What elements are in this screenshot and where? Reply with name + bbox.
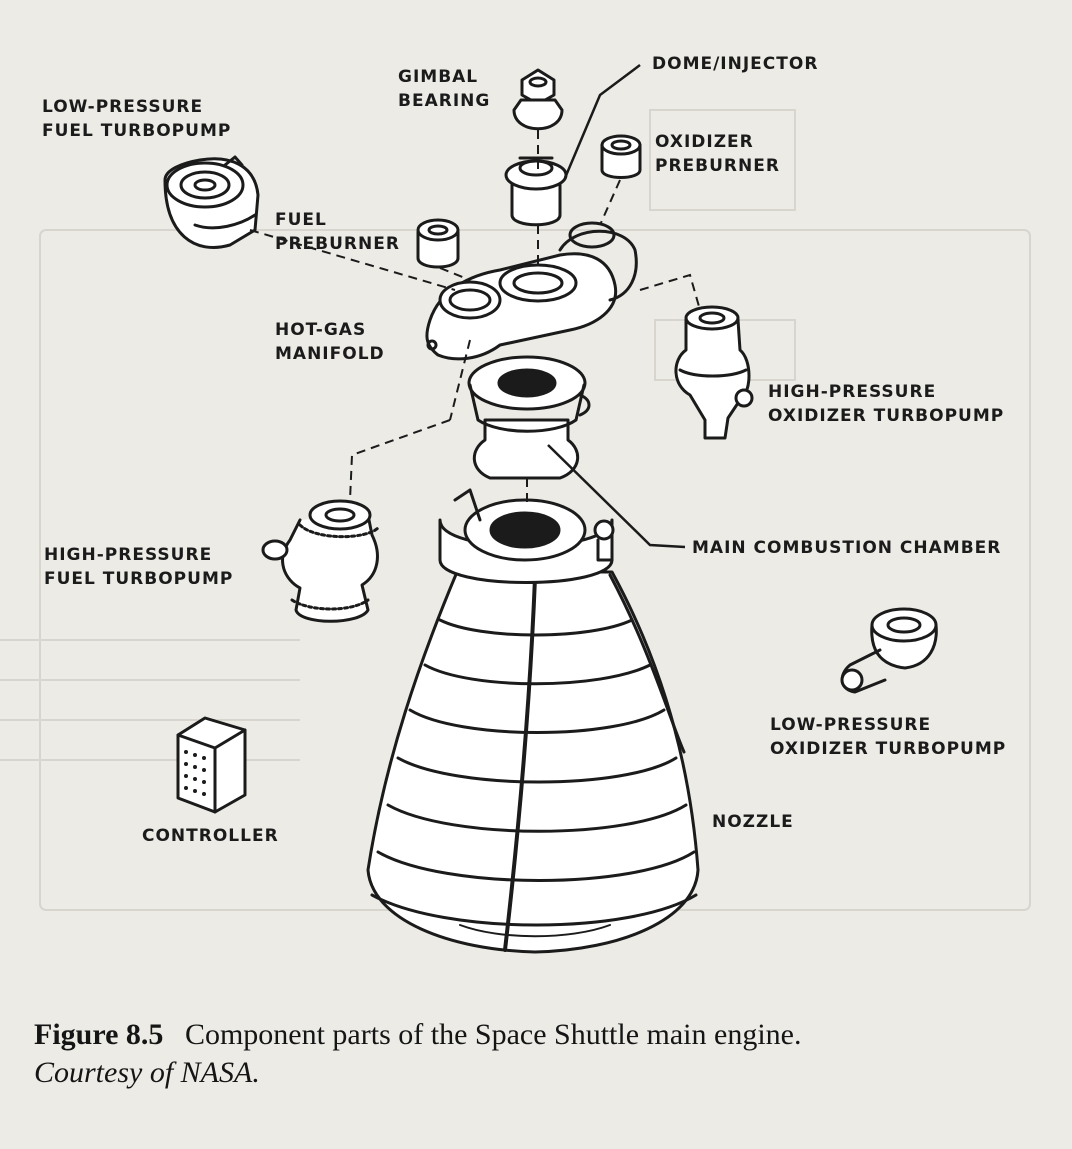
- hot-gas-manifold-part: [425, 221, 638, 361]
- nozzle-part: [366, 570, 700, 954]
- oxidizer-preburner-part: [600, 134, 642, 179]
- figure-caption: Figure 8.5 Component parts of the Space …: [34, 1016, 1044, 1092]
- high-pressure-fuel-turbopump-part: [261, 499, 380, 623]
- caption-text: Component parts of the Space Shuttle mai…: [184, 1018, 802, 1051]
- controller-dots: [184, 750, 206, 796]
- label-nozzle: NOZZLE: [712, 812, 794, 832]
- low-pressure-oxidizer-turbopump-part: [840, 607, 938, 694]
- high-pressure-oxidizer-turbopump-part: [674, 305, 754, 440]
- chamber-throat-part: [467, 355, 591, 480]
- fuel-preburner-part: [416, 218, 460, 269]
- caption-credit: Courtesy of NASA.: [34, 1056, 260, 1089]
- low-pressure-fuel-turbopump-part: [163, 155, 260, 249]
- figure-number: Figure 8.5: [34, 1018, 164, 1051]
- gimbal-bearing-part: [512, 68, 564, 131]
- dome-injector-part: [504, 156, 568, 227]
- controller-part: [176, 716, 247, 814]
- label-controller: CONTROLLER: [142, 826, 279, 846]
- assembly-lines: [249, 130, 701, 505]
- label-dome-injector: DOME/INJECTOR: [652, 54, 819, 74]
- leader-lines: [547, 64, 686, 549]
- label-main-combustion-chamber: MAIN COMBUSTION CHAMBER: [692, 538, 1002, 558]
- main-combustion-chamber-part: [438, 488, 615, 584]
